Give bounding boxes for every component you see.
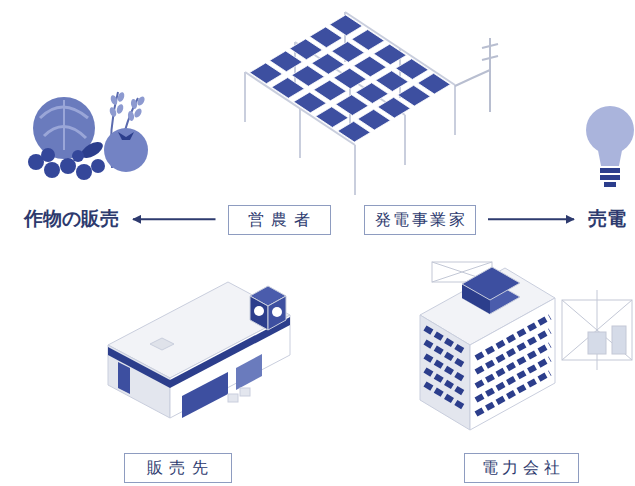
rice-grains — [108, 91, 146, 121]
blueberries — [28, 148, 105, 180]
office-side — [420, 315, 470, 430]
office-illustration — [420, 267, 555, 430]
sign-cube-side — [250, 296, 268, 330]
flow-arrow — [133, 218, 216, 220]
utility-pole — [455, 38, 498, 112]
buyer-box: 販売先 — [124, 453, 232, 484]
crops-illustration — [28, 91, 148, 180]
tomato-stem — [118, 132, 134, 140]
node-text: 売電 — [588, 207, 626, 232]
utility-box: 電力会社 — [464, 453, 579, 484]
cabbage-vein — [63, 100, 65, 150]
store-window — [118, 362, 130, 394]
node-text: 営農者 — [248, 210, 318, 231]
power-sale-label: 売電 — [586, 205, 628, 234]
bulb-base — [600, 168, 620, 173]
store-door — [236, 354, 262, 390]
node-text: 電力会社 — [482, 458, 566, 479]
role-box: 発電事業家 — [364, 205, 476, 236]
office-front — [470, 298, 555, 430]
roof-unit — [150, 338, 174, 350]
solar-panels — [250, 15, 451, 142]
sign-cube-front — [268, 296, 286, 330]
bulb-neck — [597, 145, 623, 166]
node-text: 販売先 — [147, 458, 215, 479]
bulb-base — [604, 182, 616, 187]
role-box: 営農者 — [228, 205, 331, 236]
crop-sale-label: 作物の販売 — [22, 205, 121, 234]
store-band — [108, 347, 170, 388]
tomato — [104, 128, 148, 172]
store-side — [108, 345, 170, 418]
sign-symbol — [254, 306, 264, 316]
flow-arrow — [488, 218, 574, 220]
store-front — [170, 315, 290, 418]
node-text: 作物の販売 — [24, 207, 119, 232]
store-window — [182, 372, 228, 418]
outdoor-units — [228, 388, 250, 402]
sign-symbol — [272, 307, 282, 317]
store-illustration — [108, 282, 290, 418]
bulb-base — [600, 175, 620, 180]
roof-block-top — [462, 267, 520, 300]
node-text: 発電事業家 — [375, 210, 467, 231]
office-windows — [425, 317, 550, 414]
light-bulb-icon — [586, 106, 634, 187]
array-poles — [245, 12, 455, 195]
solar-array-illustration — [245, 12, 498, 195]
